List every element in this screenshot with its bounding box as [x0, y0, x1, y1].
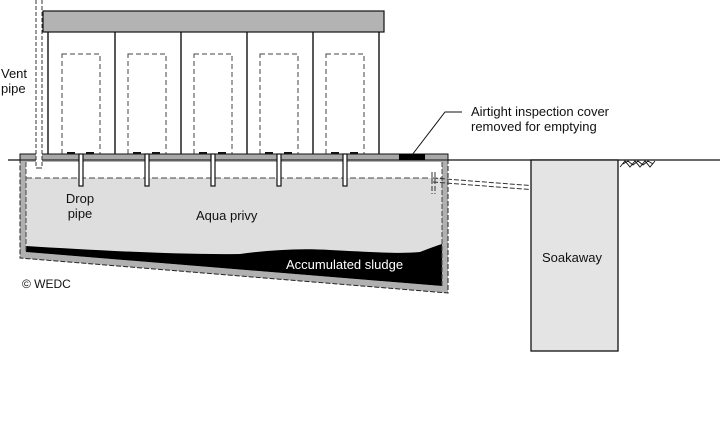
soakaway-pit	[530, 159, 619, 352]
cover-leader-line	[411, 111, 462, 156]
inspection-cover-label-line2: removed for emptying	[471, 119, 597, 134]
roof	[42, 10, 385, 33]
vent-pipe-label-line1: Vent	[1, 66, 28, 81]
vent-pipe-label: Vent pipe	[1, 66, 27, 96]
aqua-privy-label: Aqua privy	[196, 208, 258, 223]
soil-hatch-icon	[619, 160, 656, 168]
soakaway-label: Soakaway	[542, 250, 602, 265]
copyright-label: © WEDC	[22, 277, 71, 291]
accumulated-sludge-label: Accumulated sludge	[286, 257, 404, 272]
inspection-cover	[399, 154, 425, 160]
floor-slab	[19, 153, 449, 161]
drop-pipe-label-line2: pipe	[67, 206, 93, 221]
drop-pipes	[78, 153, 348, 187]
drop-pipe-label: Drop pipe	[60, 191, 100, 221]
cubicle-walls	[47, 32, 380, 154]
cubicle-doors	[61, 53, 365, 155]
sludge-layer	[26, 244, 442, 286]
vent-pipe	[35, 0, 43, 169]
vent-pipe-label-line2: pipe	[1, 81, 26, 96]
squat-pan-marks	[67, 152, 358, 154]
inspection-cover-label-line1: Airtight inspection cover	[471, 104, 610, 119]
outlet-pipe	[431, 172, 537, 194]
inspection-cover-label: Airtight inspection cover removed for em…	[471, 104, 609, 134]
drop-pipe-label-line1: Drop	[65, 191, 95, 206]
